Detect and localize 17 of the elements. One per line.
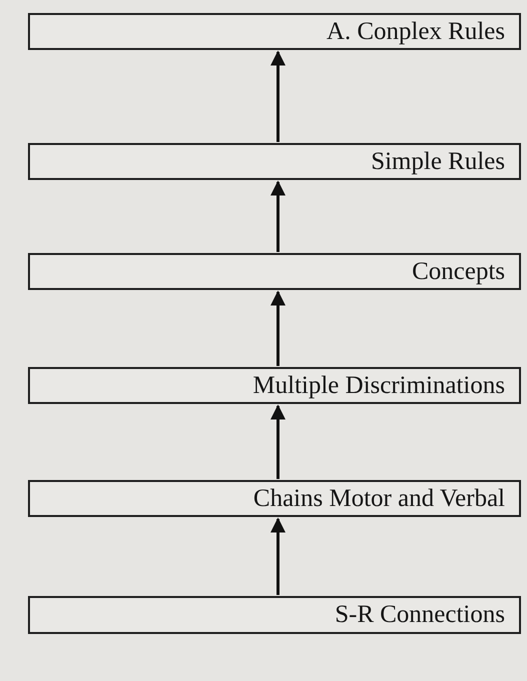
- box-label: S-R Connections: [334, 601, 505, 629]
- arrow: [270, 180, 286, 252]
- process-box: [28, 480, 521, 517]
- box-label: Simple Rules: [370, 148, 505, 176]
- process-box: [28, 253, 521, 290]
- arrow: [270, 518, 286, 595]
- arrow: [270, 50, 286, 142]
- process-box: [28, 143, 521, 180]
- arrow: [270, 404, 286, 479]
- process-box: [28, 596, 521, 634]
- process-box: [28, 367, 521, 404]
- process-box: [28, 13, 521, 50]
- box-label: Multiple Discriminations: [252, 372, 505, 400]
- box-label: A. Conplex Rules: [326, 18, 505, 46]
- box-label: Concepts: [412, 258, 505, 286]
- box-label: Chains Motor and Verbal: [253, 484, 505, 512]
- arrow: [270, 290, 286, 366]
